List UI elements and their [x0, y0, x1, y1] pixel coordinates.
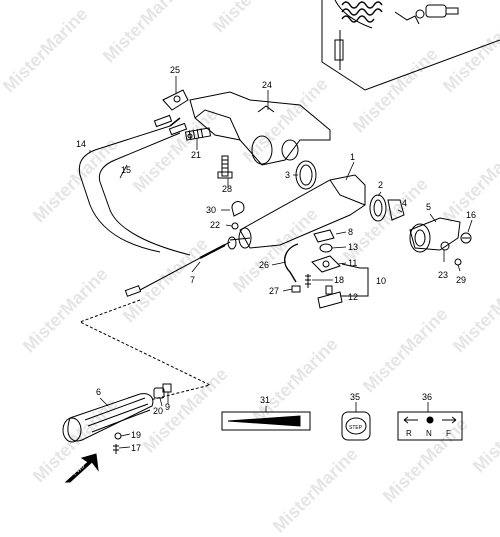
part-25-pad — [162, 89, 189, 111]
dashed-link — [78, 299, 212, 401]
part-30-knob — [231, 201, 245, 217]
label-21: 21 — [191, 150, 201, 160]
part-16-screw — [460, 232, 472, 244]
label-29: 29 — [456, 275, 466, 285]
part-15-cable — [98, 122, 191, 256]
label-25: 25 — [170, 65, 180, 75]
part-1-tiller-arm — [227, 174, 366, 250]
part-27-screw — [291, 285, 301, 293]
label-31: 31 — [260, 395, 270, 405]
label-19: 19 — [131, 430, 141, 440]
part-19-washer — [114, 432, 122, 440]
part-13-washer — [319, 243, 333, 253]
label-22: 22 — [210, 220, 220, 230]
label-2: 2 — [378, 180, 383, 190]
label-23: 23 — [438, 270, 448, 280]
part-11-friction — [311, 255, 341, 273]
label-18: 18 — [334, 275, 344, 285]
part-14-cable — [78, 114, 181, 253]
label-5: 5 — [426, 202, 431, 212]
label-36: 36 — [422, 392, 432, 402]
part-17-screw — [113, 444, 119, 454]
label-24: 24 — [262, 80, 272, 90]
label-6: 6 — [96, 387, 101, 397]
label-11: 11 — [348, 258, 357, 268]
label-35: 35 — [350, 392, 360, 402]
part-21-bolt — [184, 127, 212, 141]
fwd-arrow-icon — [64, 453, 99, 483]
label-7: 7 — [190, 275, 195, 285]
label-20: 20 — [153, 406, 163, 416]
part-9-screw — [162, 383, 172, 393]
part-24-bracket — [189, 91, 331, 166]
shift-letter-f: F — [446, 429, 451, 438]
part-22-washer — [231, 222, 239, 230]
part-5-grip — [409, 217, 461, 253]
bracket-10 — [360, 267, 369, 297]
part-23-nut — [440, 241, 450, 251]
shift-letter-n: N — [426, 429, 432, 438]
step-text: STEP — [349, 425, 363, 431]
part-31-decal — [221, 411, 311, 431]
label-17: 17 — [131, 443, 141, 453]
part-8-plate — [313, 229, 335, 243]
label-26: 26 — [259, 260, 269, 270]
label-4: 4 — [402, 198, 407, 208]
leader-lines — [89, 76, 473, 449]
part-7-throttle-cable — [124, 241, 231, 297]
label-27: 27 — [269, 286, 279, 296]
part-4-collar — [387, 199, 405, 221]
part-26-clip — [284, 243, 299, 283]
inset-box — [321, 0, 500, 91]
part-29-screw — [454, 258, 462, 266]
label-30: 30 — [206, 205, 216, 215]
part-12-knob — [317, 285, 343, 309]
label-9: 9 — [165, 402, 170, 412]
label-28: 28 — [222, 184, 232, 194]
label-8: 8 — [348, 227, 353, 237]
part-18-bolt — [305, 274, 311, 288]
label-16: 16 — [466, 210, 476, 220]
part-2-ring — [369, 194, 387, 222]
label-14: 14 — [76, 139, 86, 149]
part-3-oring — [295, 160, 317, 190]
label-13: 13 — [348, 242, 358, 252]
label-12: 12 — [348, 292, 358, 302]
part-36-shift-decal — [397, 411, 463, 441]
part-20-nut — [153, 387, 165, 399]
label-3: 3 — [285, 170, 290, 180]
part-6-grip — [62, 393, 154, 443]
parts-diagram: 25 24 14 15 21 28 3 1 2 4 5 16 30 22 8 1… — [62, 0, 500, 483]
part-28-screw — [217, 155, 233, 179]
label-10: 10 — [376, 276, 386, 286]
label-1: 1 — [350, 152, 355, 162]
label-15: 15 — [121, 165, 131, 175]
shift-letter-r: R — [406, 429, 412, 438]
